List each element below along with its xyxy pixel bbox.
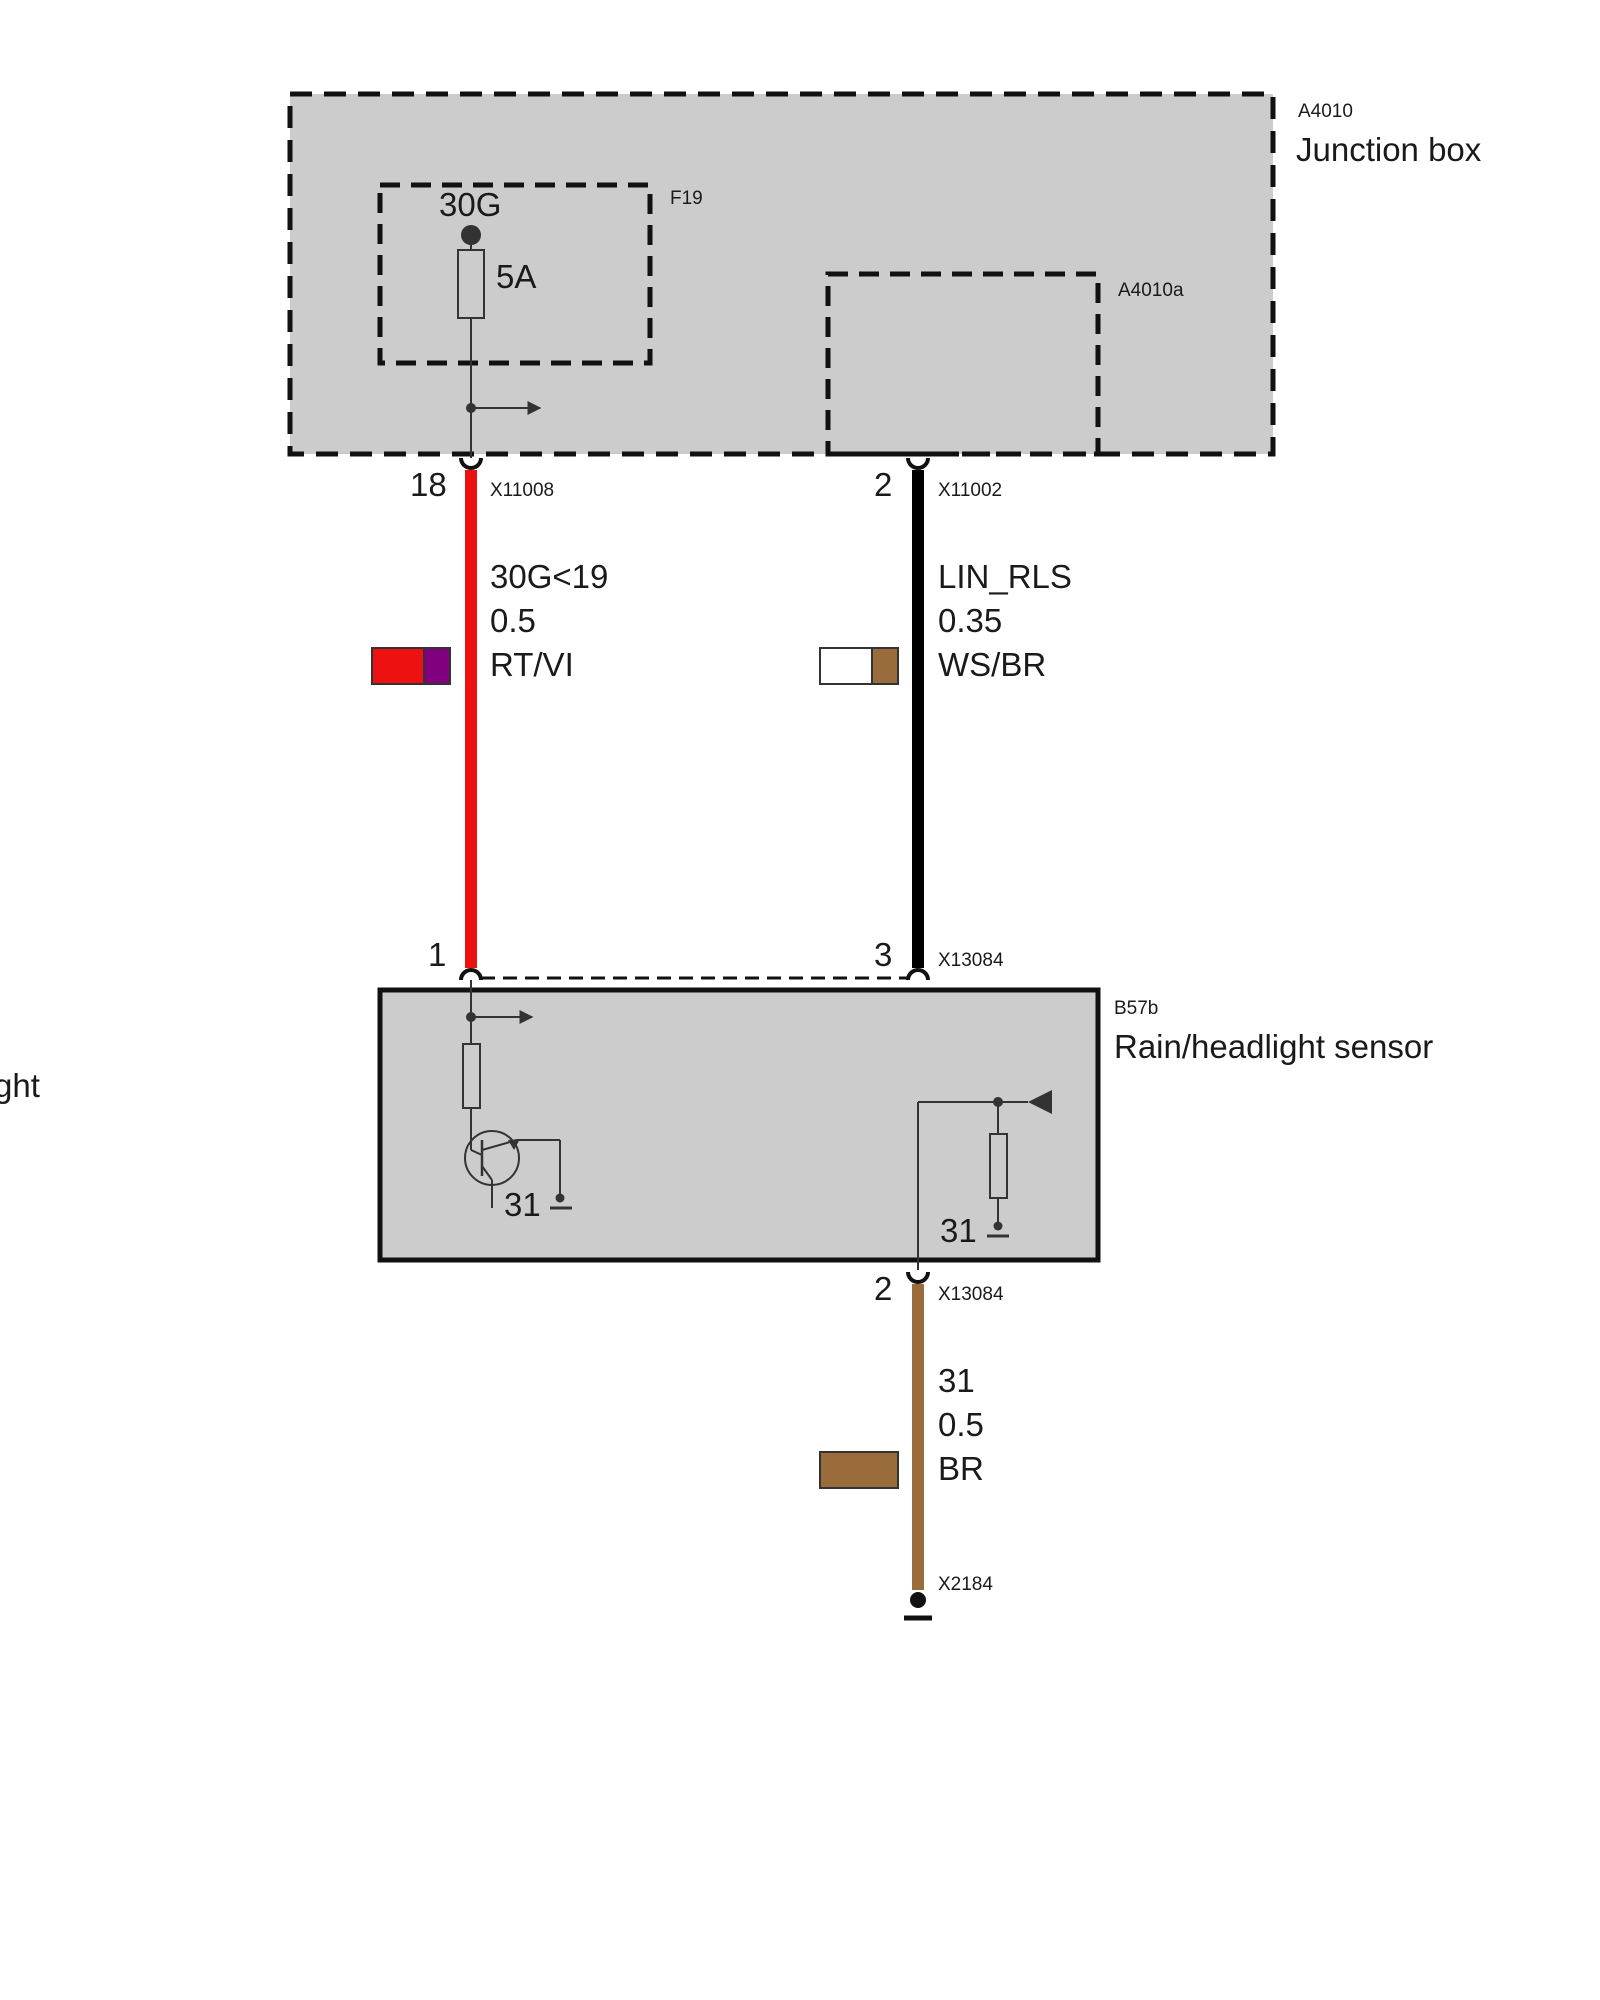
wire-2-connector-top: X11002 [938,480,1002,501]
wire-2-pin-top: 2 [874,466,892,503]
transistor-symbol [464,1130,561,1208]
wire-2-color-swatch [819,647,899,685]
wire-3-gauge: 0.5 [938,1406,984,1443]
wire-1-color-swatch [371,647,451,685]
wire-1-top-connector [459,457,483,470]
sensor-input-arrow [1028,1090,1052,1114]
ground-point-symbol [904,1592,932,1621]
edge-fragment-label: ght [0,1067,40,1104]
junction-box-id: A4010 [1298,101,1353,122]
sub-module-outline [825,271,1101,457]
wire-3-ground-connector: X2184 [938,1574,993,1595]
wire-3-color-code: BR [938,1450,984,1487]
fuse-block-outline [377,182,653,366]
wire-3-pin-top: 2 [874,1270,892,1307]
sensor-ground-right-label: 31 [940,1212,977,1249]
wire-1-bottom-connector [459,968,483,981]
sensor-outline [377,987,1101,1263]
junction-box: A4010 Junction box F19 30G 5A A4010a [287,91,1482,458]
wire-2-bottom-connector [906,968,930,981]
wire-1-signal: 30G<19 [490,558,608,595]
wire-2-top-connector [906,457,930,470]
wire-2-signal: LIN_RLS [938,558,1072,595]
wire-1: 18 X11008 30G<19 0.5 RT/VI 1 [371,457,608,981]
wire-3-color-swatch [819,1451,899,1489]
fuse-terminal-label: 30G [439,186,501,223]
wire-2-pin-bottom: 3 [874,936,892,973]
sensor-ground-left-label: 31 [504,1186,541,1223]
wire-3-signal: 31 [938,1362,975,1399]
junction-box-name: Junction box [1296,131,1482,168]
sensor-name: Rain/headlight sensor [1114,1028,1433,1065]
junction-box-outline [287,91,1276,457]
wire-2-connector-bottom: X13084 [938,950,1004,971]
fuse-rating: 5A [496,258,536,295]
wire-1-pin-top: 18 [410,466,447,503]
wire-3-top-connector [906,1271,930,1284]
wire-2-color-code: WS/BR [938,646,1046,683]
ground-symbol-left [550,1193,572,1210]
fuse-block-id: F19 [670,188,703,209]
wire-3: 2 X13084 31 0.5 BR X2184 [819,1270,1004,1621]
wire-1-color-code: RT/VI [490,646,574,683]
wire-1-gauge: 0.5 [490,602,536,639]
sub-module-id: A4010a [1118,280,1184,301]
ground-symbol-right [987,1221,1009,1238]
sensor-id: B57b [1114,998,1158,1019]
wire-3-connector-top: X13084 [938,1284,1004,1305]
wire-2-gauge: 0.35 [938,602,1002,639]
wire-2: 2 X11002 LIN_RLS 0.35 WS/BR 3 X13084 [819,457,1072,981]
sensor: B57b Rain/headlight sensor 31 [377,980,1433,1270]
wire-1-connector-top: X11008 [490,480,554,501]
wire-1-pin-bottom: 1 [428,936,446,973]
